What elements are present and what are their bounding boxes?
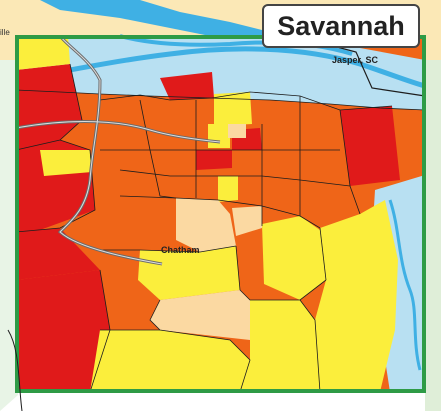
tract-yellow-top-left [16,36,70,70]
tract-red-top-center [160,72,214,100]
river-channel [15,46,426,89]
tract-yellow-bottom-right [240,300,320,392]
tract-red-left-bottom [16,270,110,392]
outer-water-left [0,60,18,411]
map-area [15,34,426,393]
outer-boundary-curve [7,329,23,411]
tract-yellow-top-center [214,92,252,126]
map-title: Savannah [262,4,420,48]
right-creek [388,199,422,371]
tract-boundaries [15,63,426,393]
map-frame [15,35,426,393]
tract-red-right [340,106,400,186]
tract-yellow-center [218,176,238,202]
tract-red-left-top [16,64,82,150]
tract-yellow-south [138,246,240,300]
outer-marsh-right [425,60,441,411]
tract-red-bottom-left [16,228,100,280]
label-chatham: Chatham [161,245,200,255]
label-edge-fragment: ille [0,28,10,37]
tract-light-1 [176,198,236,252]
outer-river-top [40,0,262,42]
tract-light-2 [232,206,262,236]
tract-light-3 [150,290,250,340]
tract-yellow-left [40,150,92,176]
tract-yellow-right-mid [262,216,326,300]
tract-red-center [196,150,232,170]
tract-yellow-bottom [90,330,250,392]
tract-light-4 [228,124,246,138]
tract-yellow-right [315,200,398,392]
label-jasper-sc: Jasper, SC [332,55,379,65]
tract-yellow-center-2 [208,124,230,148]
highway-centerlines [15,35,221,265]
